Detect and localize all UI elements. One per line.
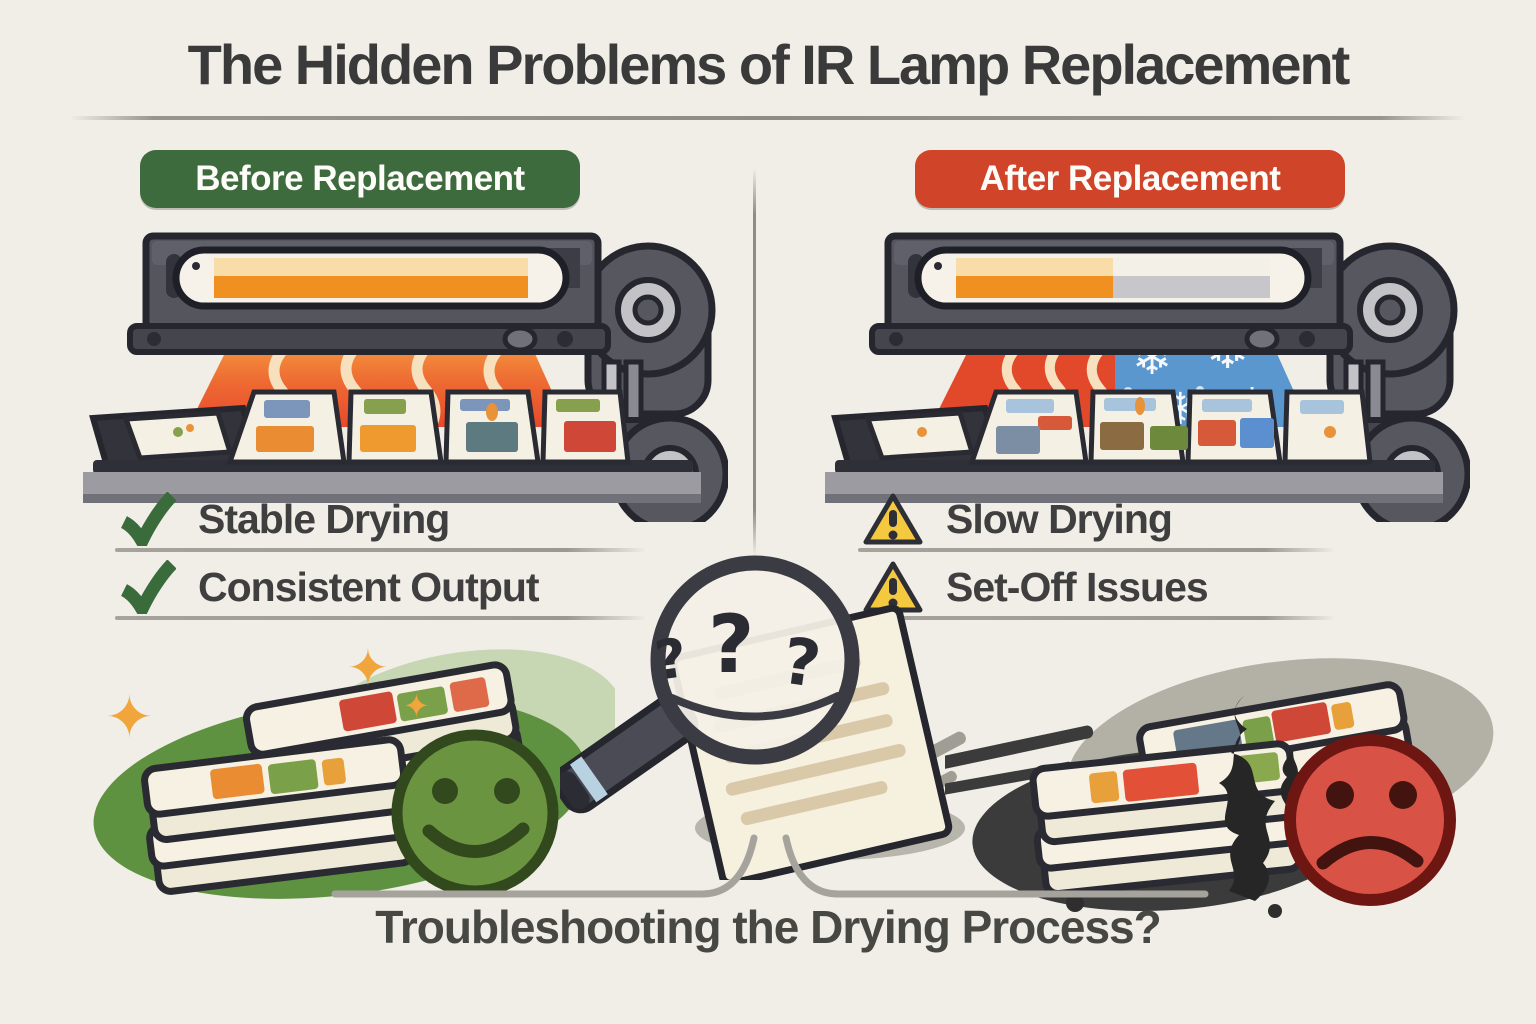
bad-output-illustration <box>945 658 1494 918</box>
panel-divider <box>753 168 756 556</box>
after-replacement-banner: After Replacement <box>915 150 1345 208</box>
before-replacement-banner: Before Replacement <box>140 150 580 208</box>
warning-icon <box>863 493 923 545</box>
check-icon <box>120 560 176 614</box>
after-item-slow-drying: Slow Drying <box>862 492 1173 546</box>
ink-smear <box>1219 695 1275 901</box>
after-item-label: Set-Off Issues <box>946 563 1209 610</box>
sheet-prints <box>917 397 1344 454</box>
after-item-set-off-issues: Set-Off Issues <box>862 560 1209 614</box>
before-banner-label: Before Replacement <box>195 159 525 198</box>
ir-lamp-half-dead <box>914 246 1312 310</box>
printer-before-illustration <box>83 232 728 522</box>
sad-face-icon <box>1284 734 1456 906</box>
list-divider <box>115 548 647 552</box>
check-icon <box>120 492 176 546</box>
list-divider <box>858 616 1336 620</box>
svg-text:?: ? <box>708 598 754 691</box>
ir-lamp-lit <box>172 246 570 310</box>
svg-text:✦: ✦ <box>347 639 389 697</box>
before-item-consistent-output: Consistent Output <box>118 560 540 614</box>
question-marks: ? ? ? <box>651 598 825 703</box>
magnifier-document-illustration: ? ? ? <box>560 555 966 880</box>
before-item-label: Consistent Output <box>198 563 540 610</box>
sparkle-icon: ✦ ✦ ✦ <box>105 639 430 751</box>
title-divider <box>70 116 1465 120</box>
page-title: The Hidden Problems of IR Lamp Replaceme… <box>187 33 1351 96</box>
after-item-label: Slow Drying <box>946 495 1173 542</box>
sheet-prints <box>173 399 616 452</box>
after-banner-label: After Replacement <box>979 159 1281 198</box>
before-item-label: Stable Drying <box>198 495 450 542</box>
good-output-illustration: ✦ ✦ ✦ <box>93 639 615 899</box>
footer-question: Troubleshooting the Drying Process? <box>375 901 1161 953</box>
list-divider <box>115 616 647 620</box>
before-item-stable-drying: Stable Drying <box>118 492 450 546</box>
printer-after-illustration: ❄ ❄ ❄ ❄ <box>825 232 1470 522</box>
conveyor <box>83 389 701 503</box>
conveyor <box>825 389 1443 503</box>
svg-text:✦: ✦ <box>403 687 430 725</box>
list-divider <box>858 548 1336 552</box>
svg-text:✦: ✦ <box>105 683 154 751</box>
magnifier-lens: ? ? ? <box>650 555 860 765</box>
footer-brace <box>331 834 1209 898</box>
